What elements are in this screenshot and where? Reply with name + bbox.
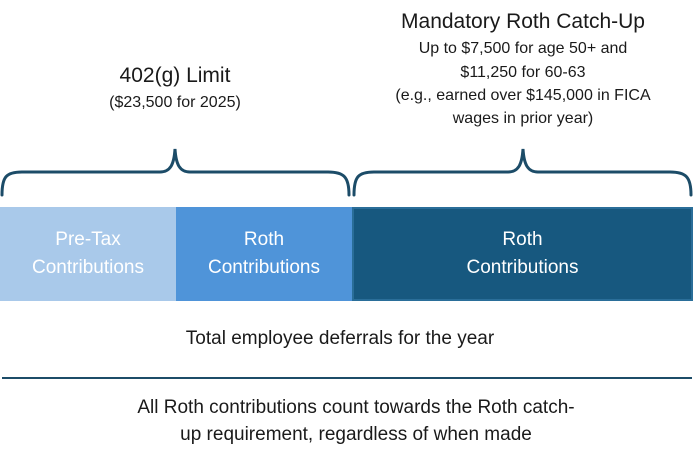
pretax-box-line-2: Contributions [32,257,144,278]
catchup-title: Mandatory Roth Catch-Up [401,10,645,33]
roth-contributions-box: Roth Contributions [176,207,352,301]
limit-subtitle: ($23,500 for 2025) [109,94,241,111]
limit-title: 402(g) Limit [119,64,231,87]
total-deferrals-label: Total employee deferrals for the year [185,328,495,349]
catchup-line-1: Up to $7,500 for age 50+ and [418,40,628,57]
catchup-line-3: (e.g., earned over $145,000 in FICA [395,87,651,104]
catchup-box-line-2: Contributions [466,257,579,278]
catchup-box-line-1: Roth [502,229,543,250]
note-line-2: up requirement, regardless of when made [180,424,532,445]
roth-box-line-1: Roth [243,229,285,250]
pretax-box-line-1: Pre-Tax [55,229,121,250]
note-line-1: All Roth contributions count towards the… [137,397,575,418]
pretax-contributions-box: Pre-Tax Contributions [0,207,176,301]
roth-catchup-contributions-box: Roth Contributions [352,207,693,301]
limit-brace [0,148,351,197]
catchup-brace [352,148,693,197]
catchup-line-4: wages in prior year) [452,110,594,127]
catchup-line-2: $11,250 for 60-63 [460,64,586,81]
roth-box-line-2: Contributions [208,257,320,278]
divider-line [2,377,692,379]
